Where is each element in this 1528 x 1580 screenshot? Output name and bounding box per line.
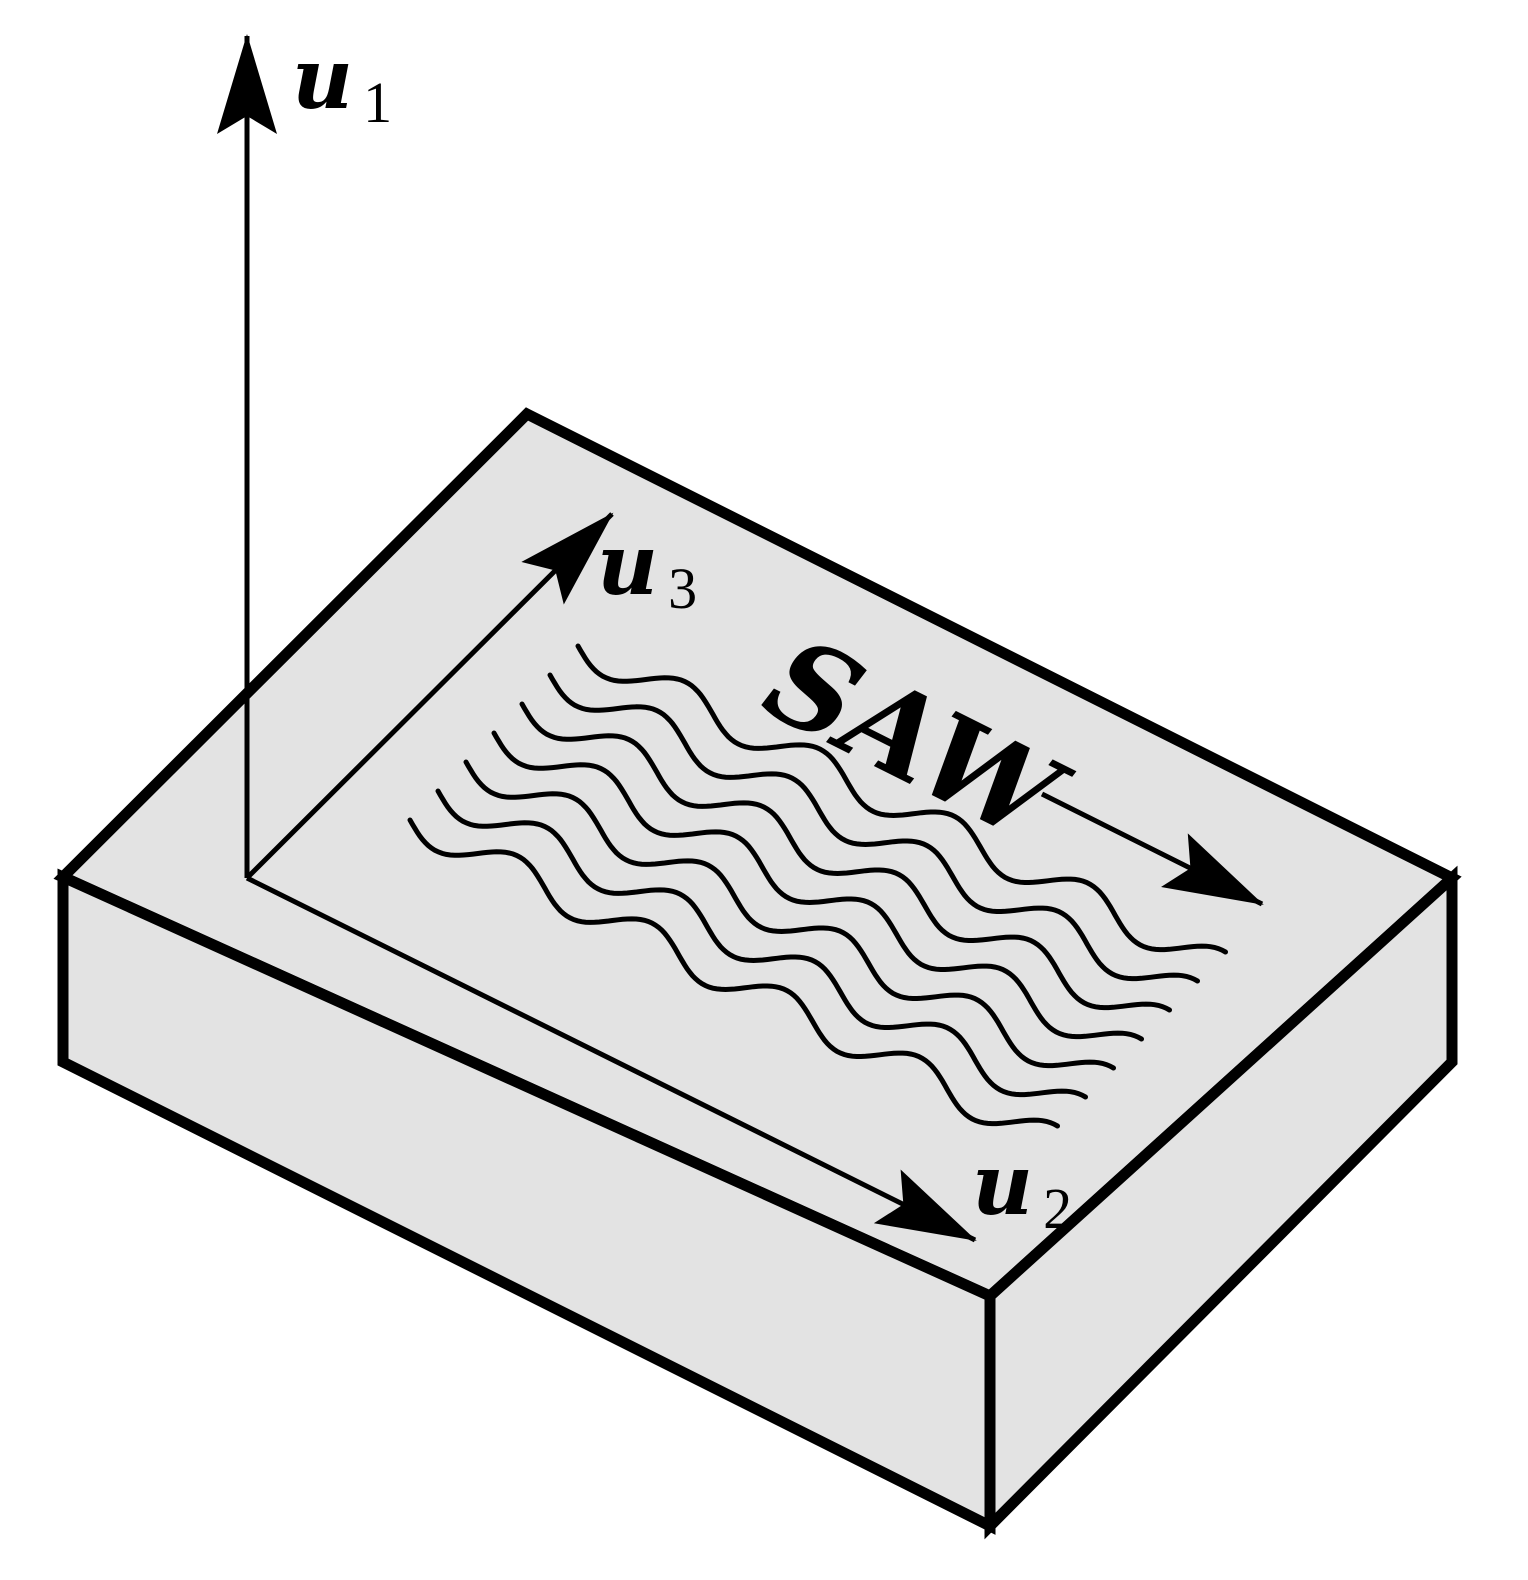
u3-subscript: 3 bbox=[668, 556, 697, 621]
u2-subscript: 2 bbox=[1043, 1176, 1072, 1241]
saw-wave-line bbox=[435, 788, 1088, 1100]
saw-wave-lines bbox=[407, 643, 1228, 1129]
u2-symbol: u bbox=[972, 1135, 1033, 1234]
saw-propagation-arrow bbox=[1040, 791, 1264, 907]
saw-wave-line bbox=[519, 701, 1172, 1013]
piezoelectric-substrate bbox=[53, 407, 1462, 1540]
saw-wave-line bbox=[407, 817, 1060, 1129]
saw-wave-line bbox=[547, 672, 1200, 984]
saw-wave-line bbox=[491, 730, 1144, 1042]
u3-symbol: u bbox=[597, 515, 658, 614]
u1-subscript: 1 bbox=[363, 70, 392, 135]
u1-symbol: u bbox=[292, 29, 353, 128]
u3-axis-line bbox=[245, 512, 614, 880]
substrate-side-face bbox=[984, 865, 1458, 1540]
saw-wave-line bbox=[463, 759, 1116, 1071]
coordinate-axes bbox=[217, 34, 977, 1243]
saw-wave-line bbox=[575, 643, 1228, 955]
u2-axis-line bbox=[245, 875, 977, 1243]
